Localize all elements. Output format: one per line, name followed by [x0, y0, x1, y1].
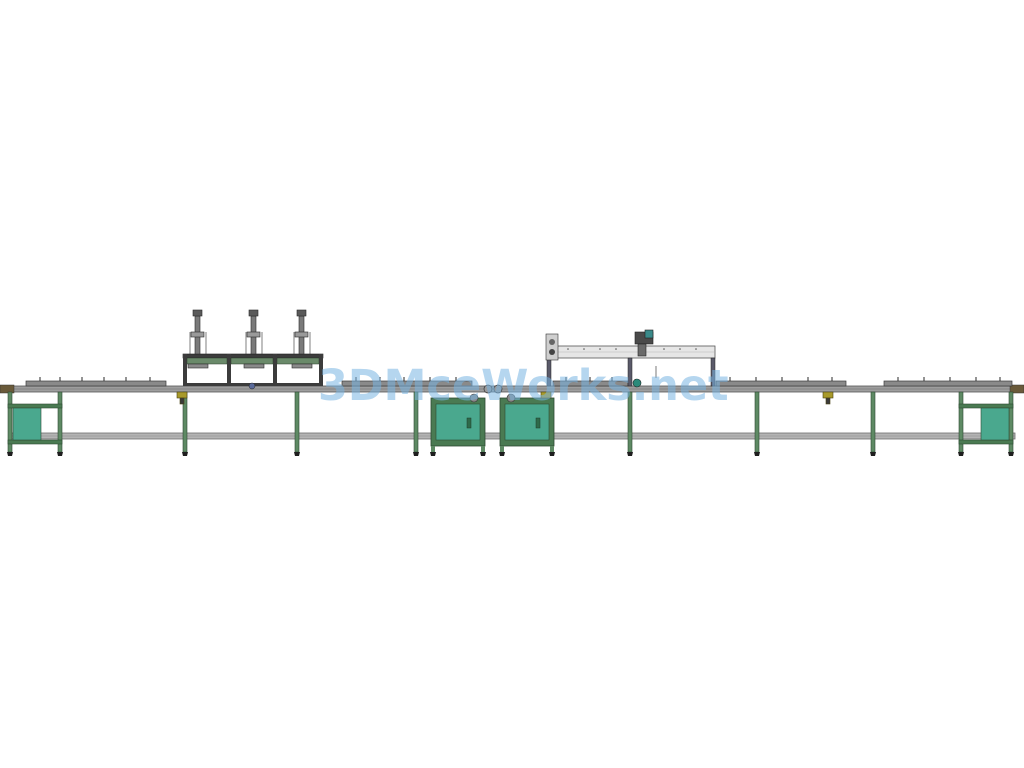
- drive-rollers: [483, 384, 503, 394]
- watermark-text: 3DMceWorks.net: [318, 361, 729, 411]
- press-cylinder-1: [187, 309, 209, 369]
- right-end-cabinet: [958, 391, 1014, 456]
- fixture-pins: [39, 377, 1001, 381]
- center-cabinet-left: [430, 393, 486, 456]
- press-cylinder-2: [243, 309, 265, 369]
- pallet-fixtures: [25, 380, 1013, 387]
- leg-feet: [182, 452, 876, 456]
- main-conveyor-rail: [0, 384, 1024, 394]
- press-station-roller: [248, 382, 256, 390]
- press-station: [182, 353, 324, 386]
- gantry-carriage: [632, 329, 657, 388]
- gantry-rivets: [567, 348, 697, 350]
- center-cabinet-right: [499, 393, 555, 456]
- gantry-station: [545, 333, 716, 387]
- sensor-blocks: [176, 391, 834, 405]
- left-end-cabinet: [7, 391, 63, 456]
- press-cylinder-3: [291, 309, 313, 369]
